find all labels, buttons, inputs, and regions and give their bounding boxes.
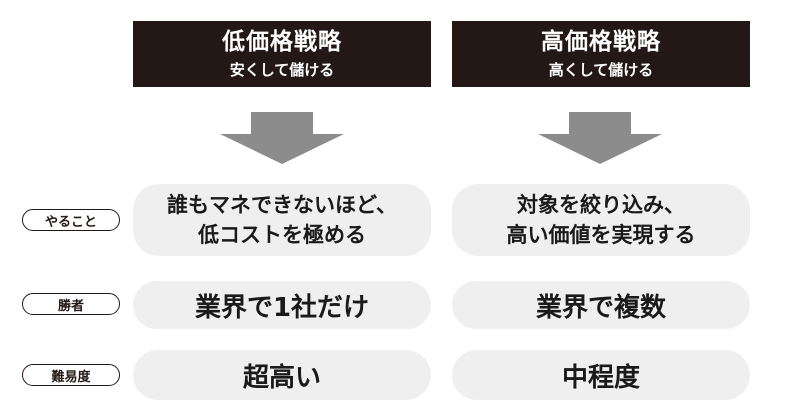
strategy-subtitle: 高くして儲ける	[548, 61, 654, 79]
winner-cell-high-price: 業界で複数	[452, 281, 750, 329]
winner-cell-low-price: 業界で1社だけ	[133, 281, 431, 329]
row-label-todo: やること	[22, 209, 120, 231]
todo-line: 高い価値を実現する	[506, 223, 696, 247]
down-arrow-icon	[538, 112, 662, 164]
header-low-price-strategy: 低価格戦略 安くして儲ける	[133, 21, 431, 87]
todo-line: 対象を絞り込み、	[517, 193, 685, 217]
todo-line: 誰もマネできないほど、	[167, 193, 397, 217]
strategy-subtitle: 安くして儲ける	[229, 61, 335, 79]
row-label-difficulty: 難易度	[22, 364, 120, 386]
difficulty-cell-low-price: 超高い	[133, 350, 431, 400]
todo-line: 低コストを極める	[198, 223, 366, 247]
header-high-price-strategy: 高価格戦略 高くして儲ける	[452, 21, 750, 87]
strategy-title: 高価格戦略	[541, 29, 661, 55]
down-arrow-icon	[220, 112, 344, 164]
row-label-winner: 勝者	[22, 293, 120, 315]
todo-cell-low-price: 誰もマネできないほど、 低コストを極める	[133, 184, 431, 256]
difficulty-cell-high-price: 中程度	[452, 350, 750, 400]
todo-cell-high-price: 対象を絞り込み、 高い価値を実現する	[452, 184, 750, 256]
strategy-title: 低価格戦略	[222, 29, 342, 55]
